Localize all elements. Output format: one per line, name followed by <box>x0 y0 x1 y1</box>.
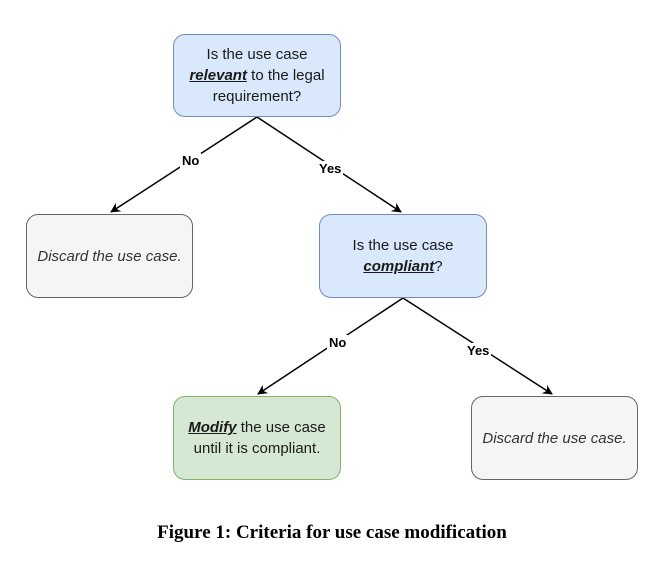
node-discard-2: Discard the use case. <box>471 396 638 480</box>
node-modify-line2: until it is compliant. <box>193 440 321 457</box>
node-modify-emphasis: Modify <box>188 419 237 436</box>
figure-caption: Figure 1: Criteria for use case modifica… <box>157 522 507 543</box>
node-modify-line1: Modify the use case <box>188 417 326 438</box>
edge-label-compliant-yes: Yes <box>465 343 492 358</box>
node-compliant-question: Is the use case compliant? <box>319 214 487 298</box>
node-modify: Modify the use case until it is complian… <box>173 396 341 480</box>
node-discard-1-text: Discard the use case. <box>37 247 182 265</box>
edge-label-relevant-no: No <box>180 153 202 168</box>
node-relevant-line3: requirement? <box>212 88 302 105</box>
node-compliant-line2-rest: ? <box>434 258 443 275</box>
node-modify-line1-rest: the use case <box>236 419 326 436</box>
node-relevant-line1: Is the use case <box>206 46 308 63</box>
node-discard-1: Discard the use case. <box>26 214 193 298</box>
node-compliant-line2: compliant? <box>363 256 442 277</box>
node-compliant-line1: Is the use case <box>352 237 454 254</box>
node-discard-2-text: Discard the use case. <box>482 429 627 447</box>
node-relevant-line2: relevant to the legal <box>189 65 324 86</box>
flowchart: Is the use case relevant to the legal re… <box>26 34 638 480</box>
node-relevant-question: Is the use case relevant to the legal re… <box>173 34 341 117</box>
edge-label-relevant-yes: Yes <box>317 161 344 176</box>
edge-label-compliant-no: No <box>327 335 349 350</box>
node-relevant-emphasis: relevant <box>189 67 247 84</box>
node-compliant-emphasis: compliant <box>363 258 435 275</box>
node-relevant-line2-rest: to the legal <box>246 67 325 84</box>
